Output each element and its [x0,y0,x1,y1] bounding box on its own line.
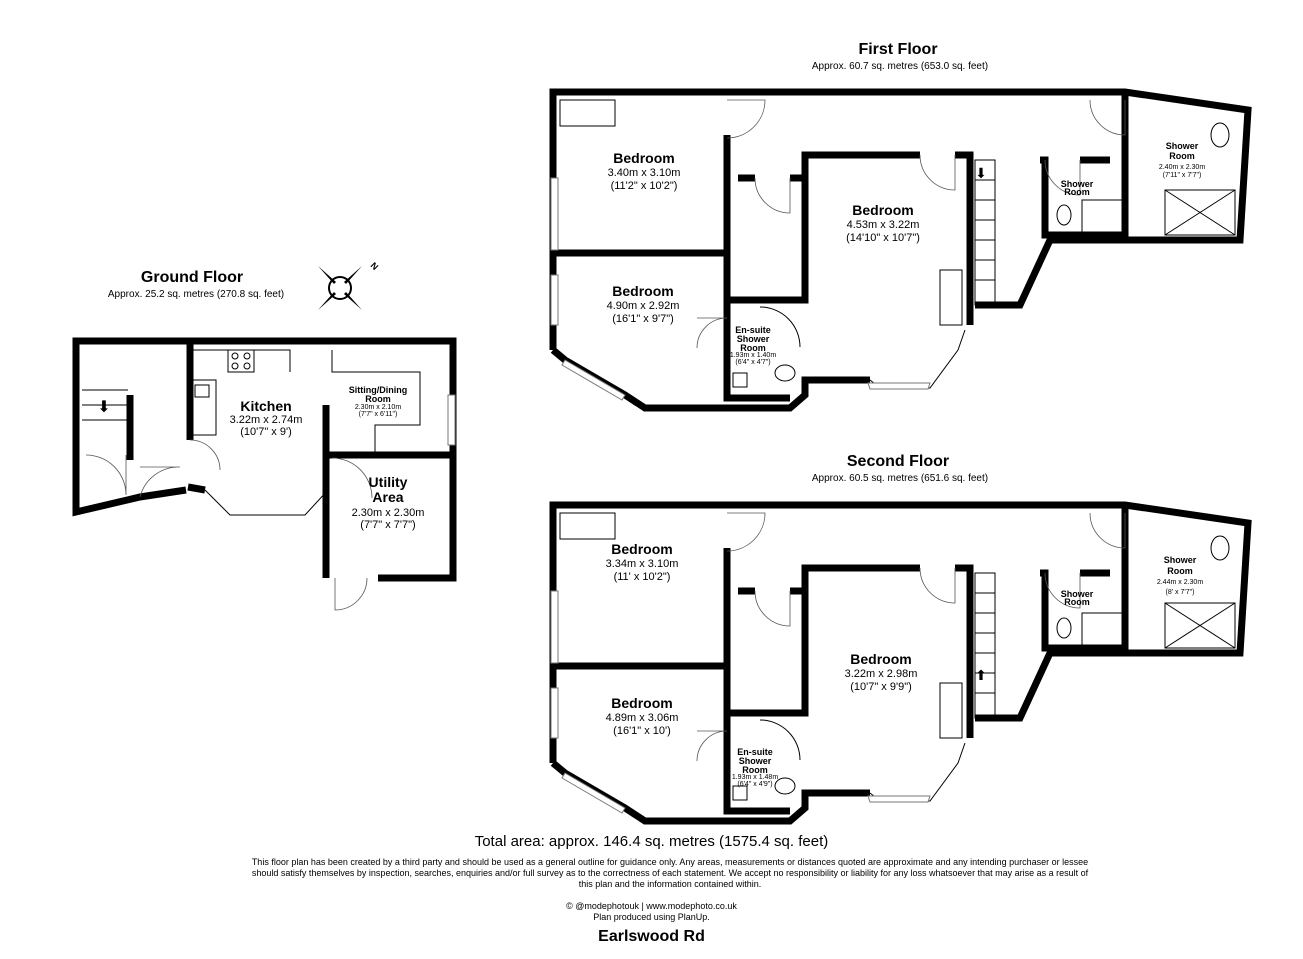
ff-shower1-name-1: Shower [1061,179,1094,189]
total-area: Total area: approx. 146.4 sq. metres (15… [474,833,829,850]
ground-floor-plan: Ground Floor Approx. 25.2 sq. metres (27… [72,269,457,611]
sf-bedroom3-name: Bedroom [611,695,672,711]
utility-dims-m: 2.30m x 2.30m [352,507,425,519]
stairs-icon: ⬇ [82,389,128,421]
sf-shower1-name-1: Shower [1061,589,1094,599]
ff-shower2-name-1: Shower [1166,141,1199,151]
compass-north-label: N [369,260,381,272]
sf-bedroom2-dims-m: 3.22m x 2.98m [845,668,918,680]
credit-line-2: Plan produced using PlanUp. [593,912,710,922]
stairs-down-arrow-icon: ⬇ [975,165,987,181]
sitting-room-name-1: Sitting/Dining [349,385,408,395]
sf-bedroom2-name: Bedroom [850,651,911,667]
ff-bedroom3-dims-ft: (16'1" x 9'7") [612,313,674,325]
ff-ensuite-name-1: En-suite [735,325,771,335]
sf-shower2-dims-m: 2.44m x 2.30m [1157,579,1203,586]
ff-shower2-dims-ft: (7'11" x 7'7") [1163,172,1202,179]
sf-bedroom3-dims-ft: (16'1" x 10') [613,725,671,737]
ff-bedroom3-dims-m: 4.90m x 2.92m [607,300,680,312]
ff-ensuite-dims-ft: (6'4" x 4'7") [735,359,770,366]
compass-icon: N [318,260,380,310]
second-floor-area: Approx. 60.5 sq. metres (651.6 sq. feet) [812,473,988,484]
credits: © @modephotouk | www.modephoto.co.uk Pla… [0,901,1303,923]
ff-shower2-name-2: Room [1169,151,1195,161]
ff-bedroom2-name: Bedroom [852,202,913,218]
ff-bedroom3-name: Bedroom [612,283,673,299]
stairs-down-arrow-icon: ⬇ [97,399,110,416]
ff-ensuite-dims-m: 1.93m x 1.40m [730,352,776,359]
sitting-room-dims-m: 2.30m x 2.10m [355,404,401,411]
sf-ensuite-name-3: Room [742,765,768,775]
ff-bedroom1-dims-m: 3.40m x 3.10m [608,167,681,179]
sf-bedroom1-name: Bedroom [611,541,672,557]
sf-ensuite-dims-m: 1.93m x 1.48m [732,774,778,781]
ground-floor-title: Ground Floor [141,269,243,286]
kitchen-dims-m: 3.22m x 2.74m [230,414,303,426]
sf-bedroom1-dims-ft: (11' x 10'2") [614,571,671,583]
ff-shower1-name-2: Room [1064,187,1090,197]
kitchen-fixtures [191,349,255,436]
utility-name-2: Area [372,489,403,505]
sitting-room-name-2: Room [365,394,391,404]
sitting-room-dims-ft: (7'7" x 6'11") [359,411,398,418]
stairs-up-arrow-icon: ⬆ [975,667,987,683]
second-floor-labels: Bedroom 3.34m x 3.10m (11' x 10'2") Bedr… [606,541,1204,788]
utility-dims-ft: (7'7" x 7'7") [360,519,415,531]
utility-name-1: Utility [369,474,408,490]
second-floor-title: Second Floor [847,453,949,470]
ff-shower2-dims-m: 2.40m x 2.30m [1159,164,1205,171]
address: Earlswood Rd [598,928,705,945]
sf-bedroom1-dims-m: 3.34m x 3.10m [606,558,679,570]
ground-floor-area: Approx. 25.2 sq. metres (270.8 sq. feet) [108,289,284,300]
ff-ensuite-name-2: Shower [737,334,770,344]
first-floor-title: First Floor [858,41,937,58]
ff-bedroom1-name: Bedroom [613,150,674,166]
sf-bedroom2-dims-ft: (10'7" x 9'9") [850,681,912,693]
kitchen-name: Kitchen [240,398,291,414]
credit-line-1: © @modephotouk | www.modephoto.co.uk [566,901,737,911]
sf-shower2-name-2: Room [1167,566,1193,576]
ground-floor-walls [72,337,457,611]
first-floor-area: Approx. 60.7 sq. metres (653.0 sq. feet) [812,61,988,72]
ff-bedroom1-dims-ft: (11'2" x 10'2") [611,180,678,192]
sf-shower2-dims-ft: (8' x 7'7") [1166,589,1195,596]
sf-ensuite-dims-ft: (6'4" x 4'9") [737,781,772,788]
sf-shower2-name-1: Shower [1164,555,1197,565]
sf-shower1-name-2: Room [1064,597,1090,607]
first-floor-walls [549,88,1252,412]
ff-bedroom2-dims-ft: (14'10" x 10'7") [846,232,920,244]
disclaimer: This floor plan has been created by a th… [251,857,1089,889]
sf-bedroom3-dims-m: 4.89m x 3.06m [606,712,679,724]
kitchen-dims-ft: (10'7" x 9') [240,426,292,438]
sf-ensuite-name-2: Shower [739,756,772,766]
ff-ensuite-name-3: Room [740,343,766,353]
sf-ensuite-name-1: En-suite [737,747,773,757]
first-floor-labels: Bedroom 3.40m x 3.10m (11'2" x 10'2") Be… [607,141,1206,366]
ff-bedroom2-dims-m: 4.53m x 3.22m [847,219,920,231]
